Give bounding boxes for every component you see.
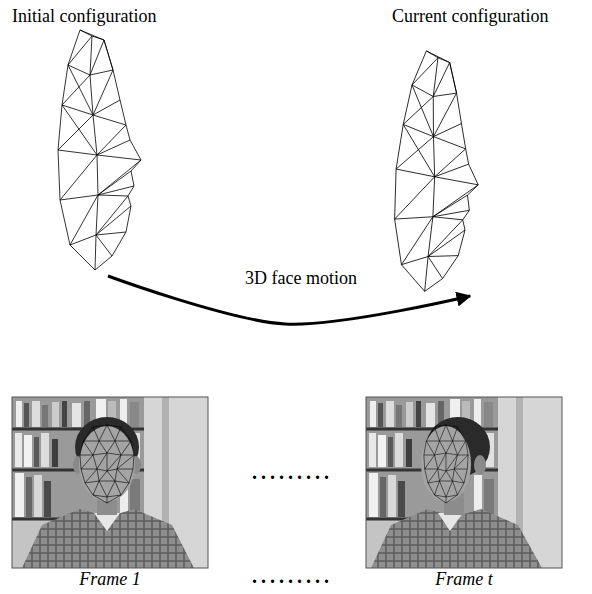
video-frame [12, 397, 208, 568]
current-wireframe [388, 49, 488, 294]
wireframe-panel: Initial configuration [8, 4, 213, 276]
frame-caption: Frame 1 [79, 569, 141, 590]
panel-heading: Current configuration [392, 6, 548, 27]
video-frame-panel: Frame 1 [10, 396, 210, 592]
initial-wireframe [58, 30, 141, 270]
wireframe-panel: Current configuration [388, 4, 588, 296]
frame-border [366, 397, 562, 568]
ellipsis-mark: ......... [252, 566, 333, 587]
edge-label: 3D face motion [243, 268, 359, 289]
video-frame [366, 397, 562, 568]
frame-border [12, 397, 208, 568]
ellipsis-mark: ......... [252, 462, 333, 483]
video-frame-panel: Frame t [364, 396, 564, 592]
frame-caption: Frame t [435, 569, 493, 590]
panel-heading: Initial configuration [12, 6, 156, 27]
